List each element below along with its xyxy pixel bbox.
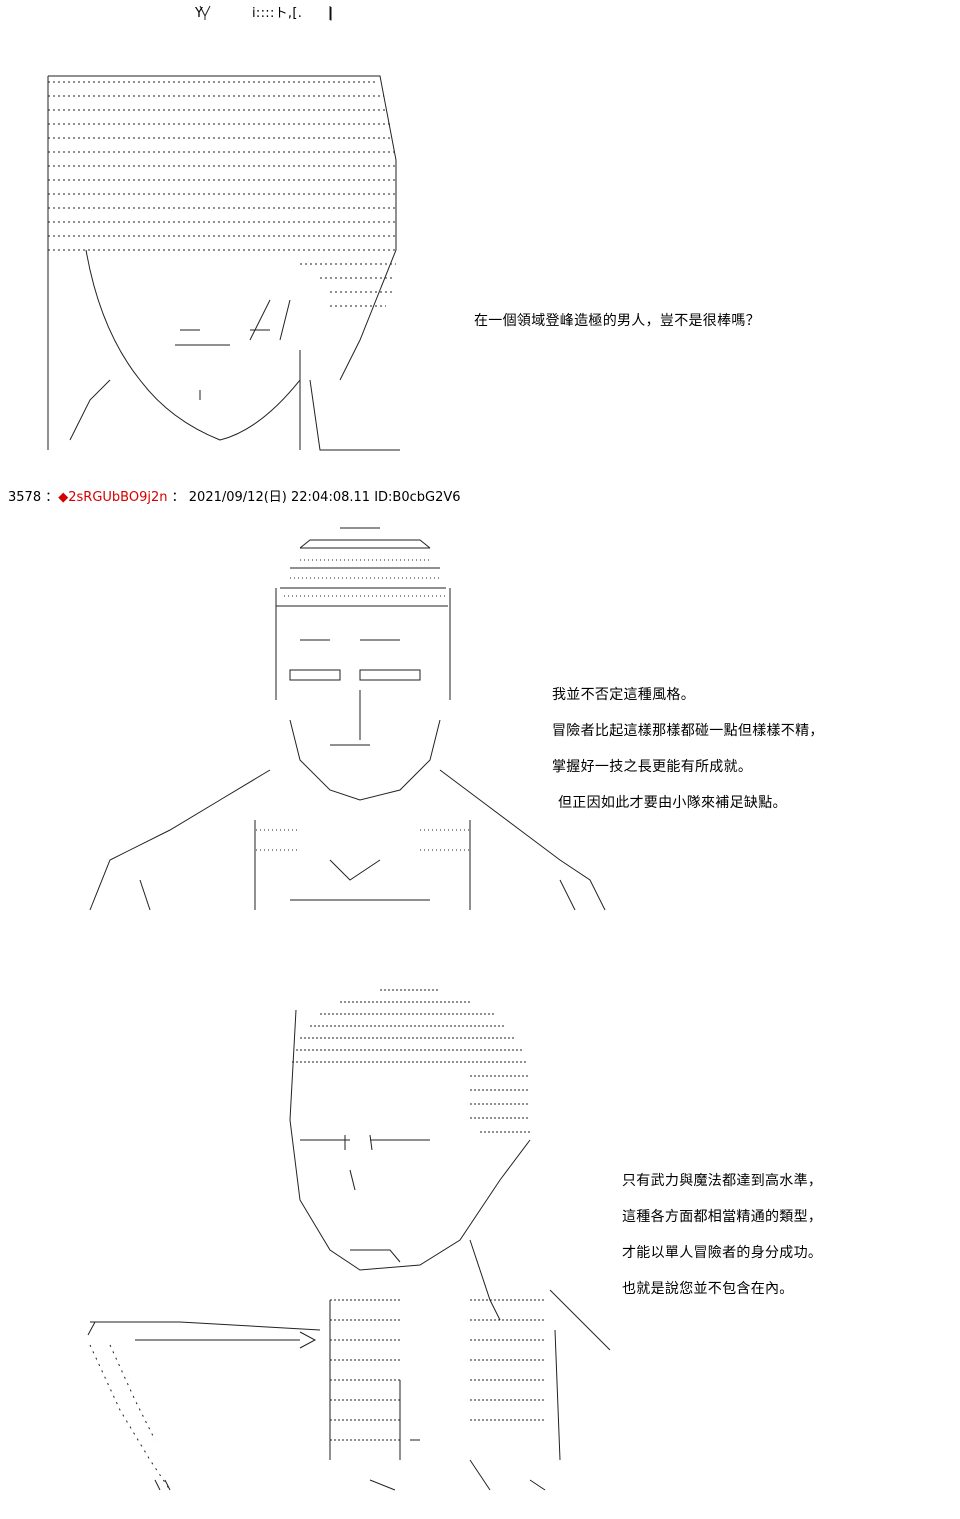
post-separator: ：	[45, 490, 59, 505]
post-date: 2021/09/12(日) 22:04:08.11	[188, 490, 371, 505]
dialogue-line: 也就是說您並不包含在內。	[622, 1281, 794, 1297]
dialogue-line: 只有武力與魔法都達到高水準，	[622, 1173, 823, 1189]
dialogue-line: 這種各方面都相當精通的類型，	[622, 1209, 823, 1225]
post-number: 3578	[8, 490, 42, 505]
dialogue-line: 掌握好一技之長更能有所成就。	[552, 759, 753, 775]
tripcode[interactable]: ◆2sRGUbBO9j2n	[58, 490, 168, 505]
post-header: 3578 ：◆2sRGUbBO9j2n ： 2021/09/12(日) 22:0…	[8, 486, 461, 505]
dialogue-line: 才能以單人冒險者的身分成功。	[622, 1245, 823, 1261]
dialogue-line-1: 在一個領域登峰造極的男人，豈不是很棒嗎？	[474, 313, 760, 329]
ascii-art-fragment: Y i::::ト,[. |	[195, 6, 334, 21]
dialogue-line: 我並不否定這種風格。	[552, 687, 695, 703]
post-separator-2: ：	[171, 490, 185, 505]
dialogue-line: 但正因如此才要由小隊來補足缺點。	[558, 795, 787, 811]
post-id: ID:B0cbG2V6	[374, 490, 461, 505]
dialogue-line: 冒險者比起這樣那樣都碰一點但樣樣不精，	[552, 723, 824, 739]
